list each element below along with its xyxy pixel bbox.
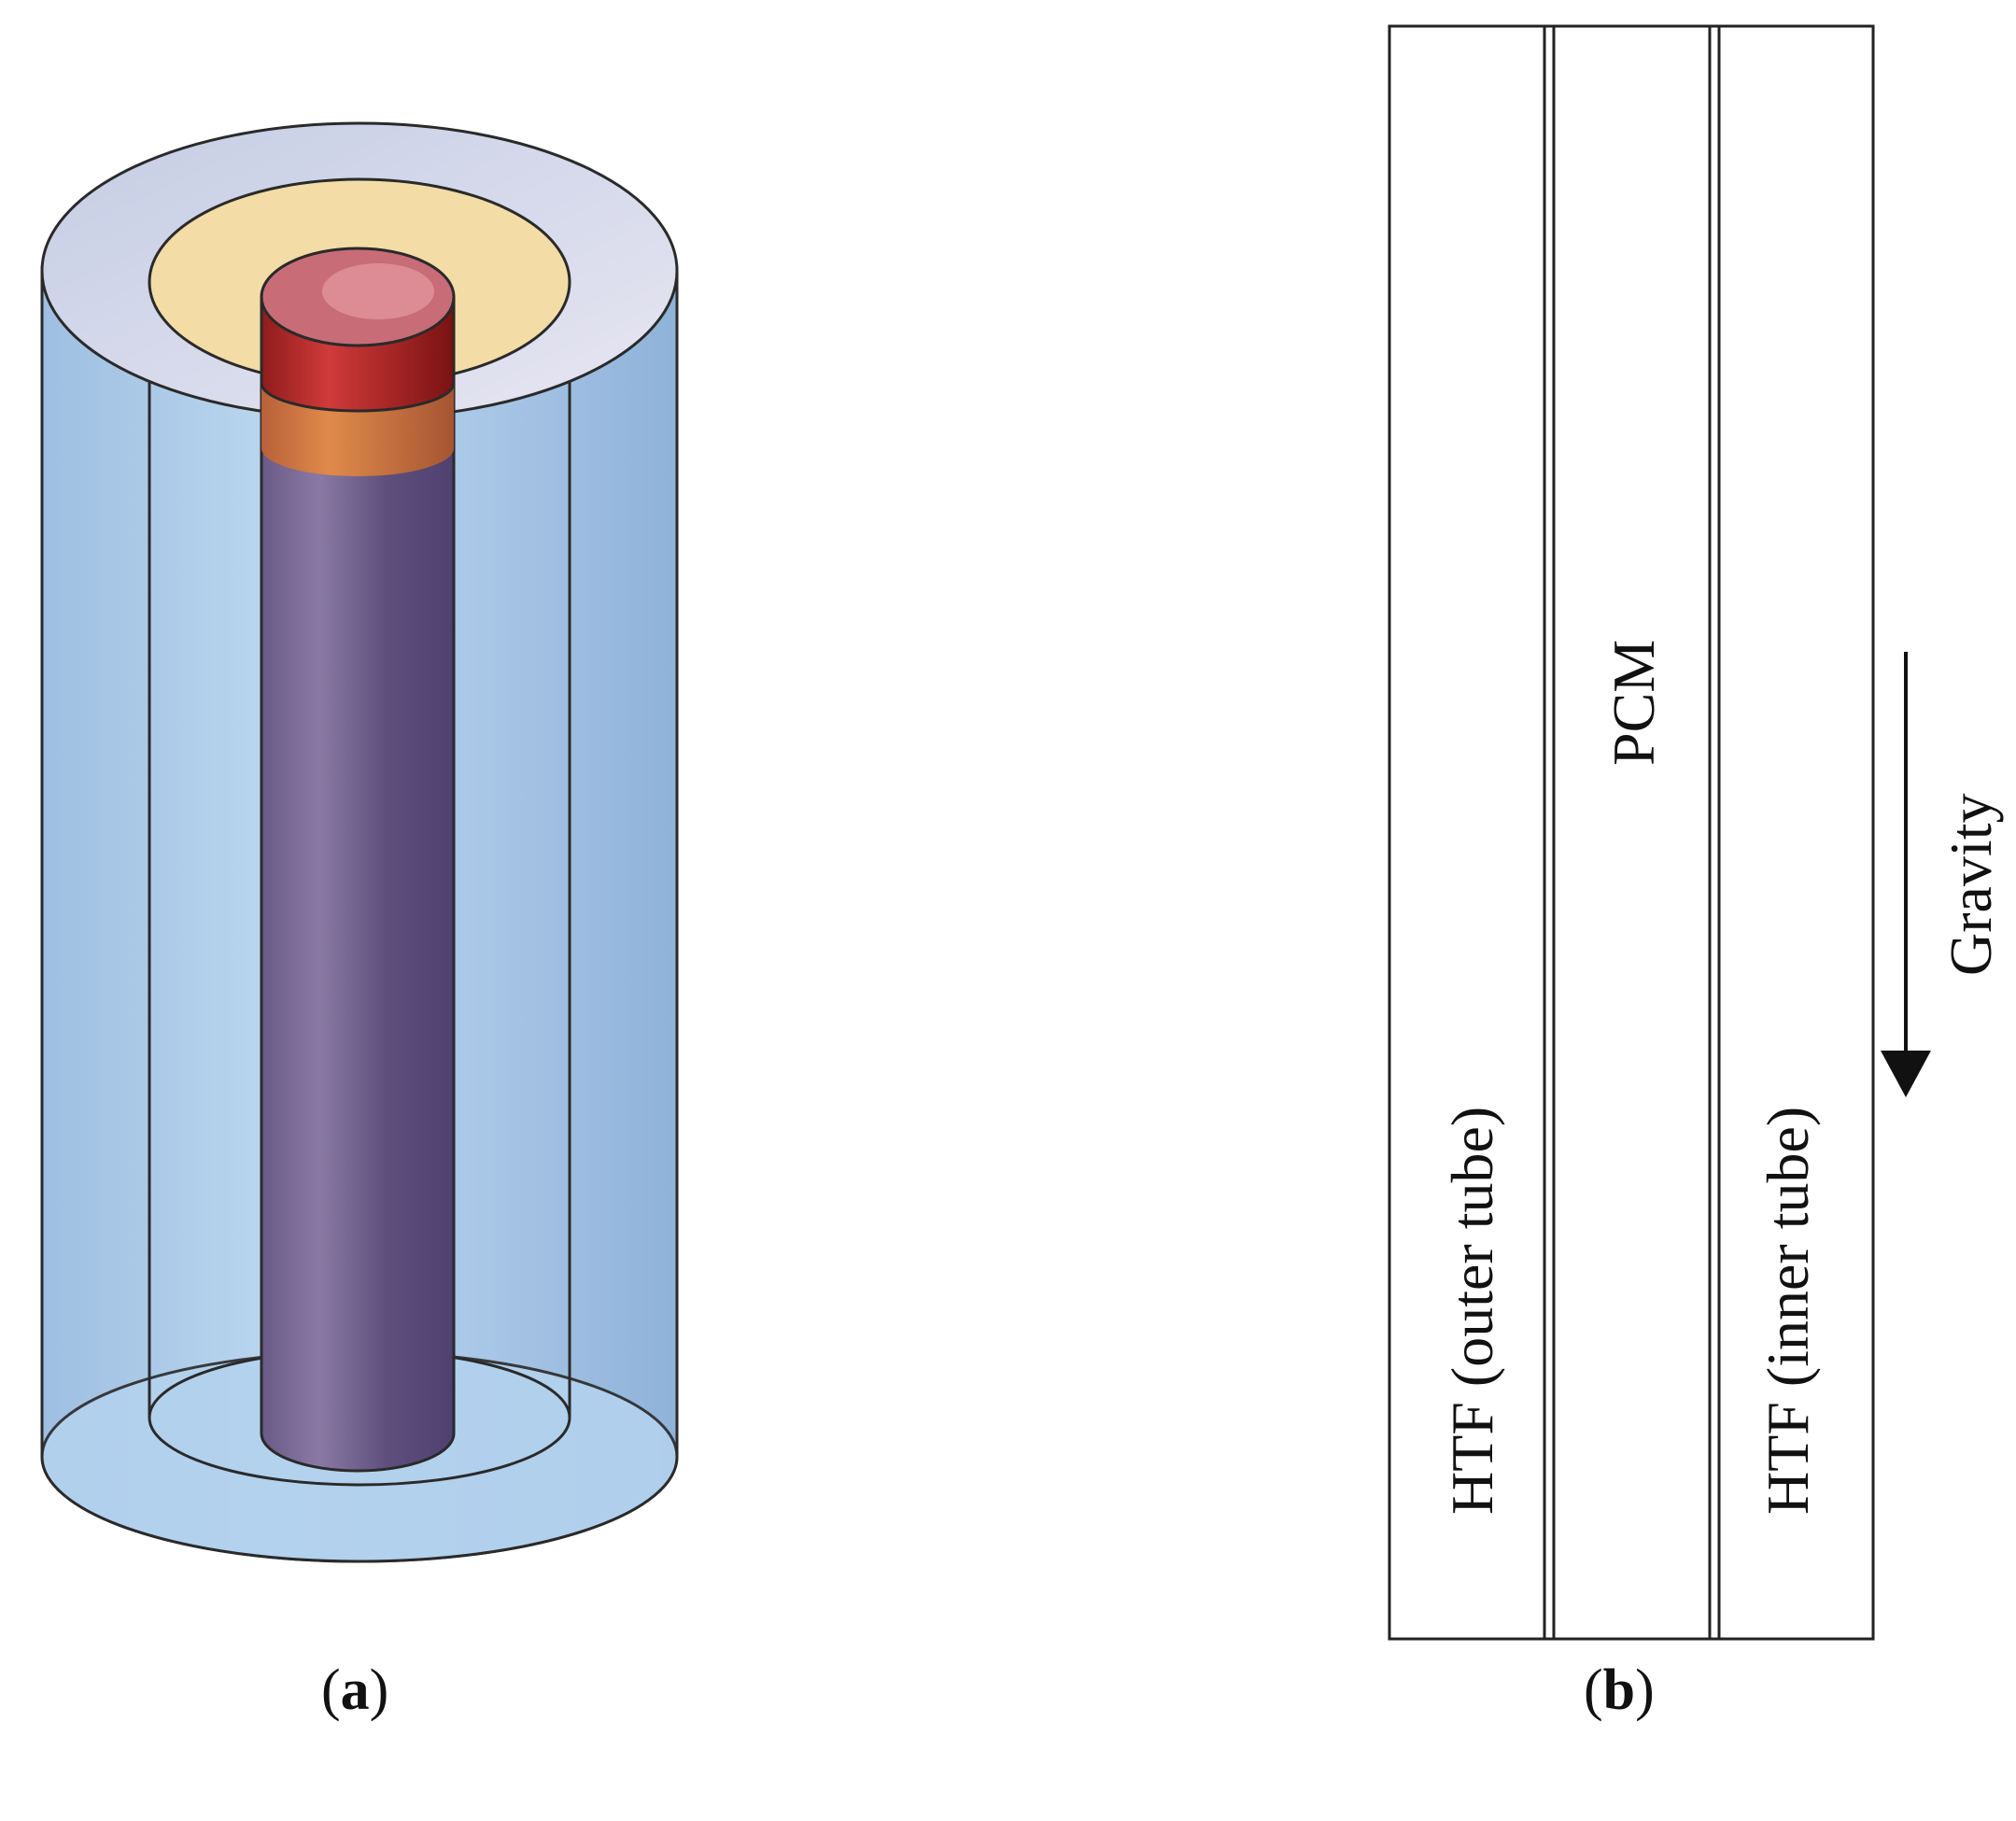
- arrow-down-icon: [1881, 652, 1931, 1097]
- panel-b-schematic: HTF (outer tube) PCM HTF (inner tube) Gr…: [1388, 24, 2004, 1641]
- panel-a-letter: a: [340, 1659, 370, 1722]
- inner-tube-band: [261, 383, 454, 476]
- panel-a-label: (a): [321, 1659, 389, 1722]
- label-htf-inner-tube: HTF (inner tube): [1755, 1107, 1821, 1515]
- inner-tube-body: [260, 295, 456, 1473]
- panel-b-label: (b): [1584, 1659, 1655, 1722]
- schematic-outline: [1388, 24, 1875, 1641]
- label-pcm: PCM: [1600, 640, 1667, 766]
- label-htf-outer-tube: HTF (outer tube): [1439, 1107, 1505, 1515]
- panel-b-letter: b: [1602, 1659, 1636, 1722]
- inner-wall: [1708, 24, 1721, 1641]
- inner-tube-opening-highlight: [322, 263, 434, 319]
- label-gravity: Gravity: [1938, 794, 2004, 977]
- outer-wall: [1543, 24, 1556, 1641]
- panel-a-cylinder: [40, 121, 679, 1563]
